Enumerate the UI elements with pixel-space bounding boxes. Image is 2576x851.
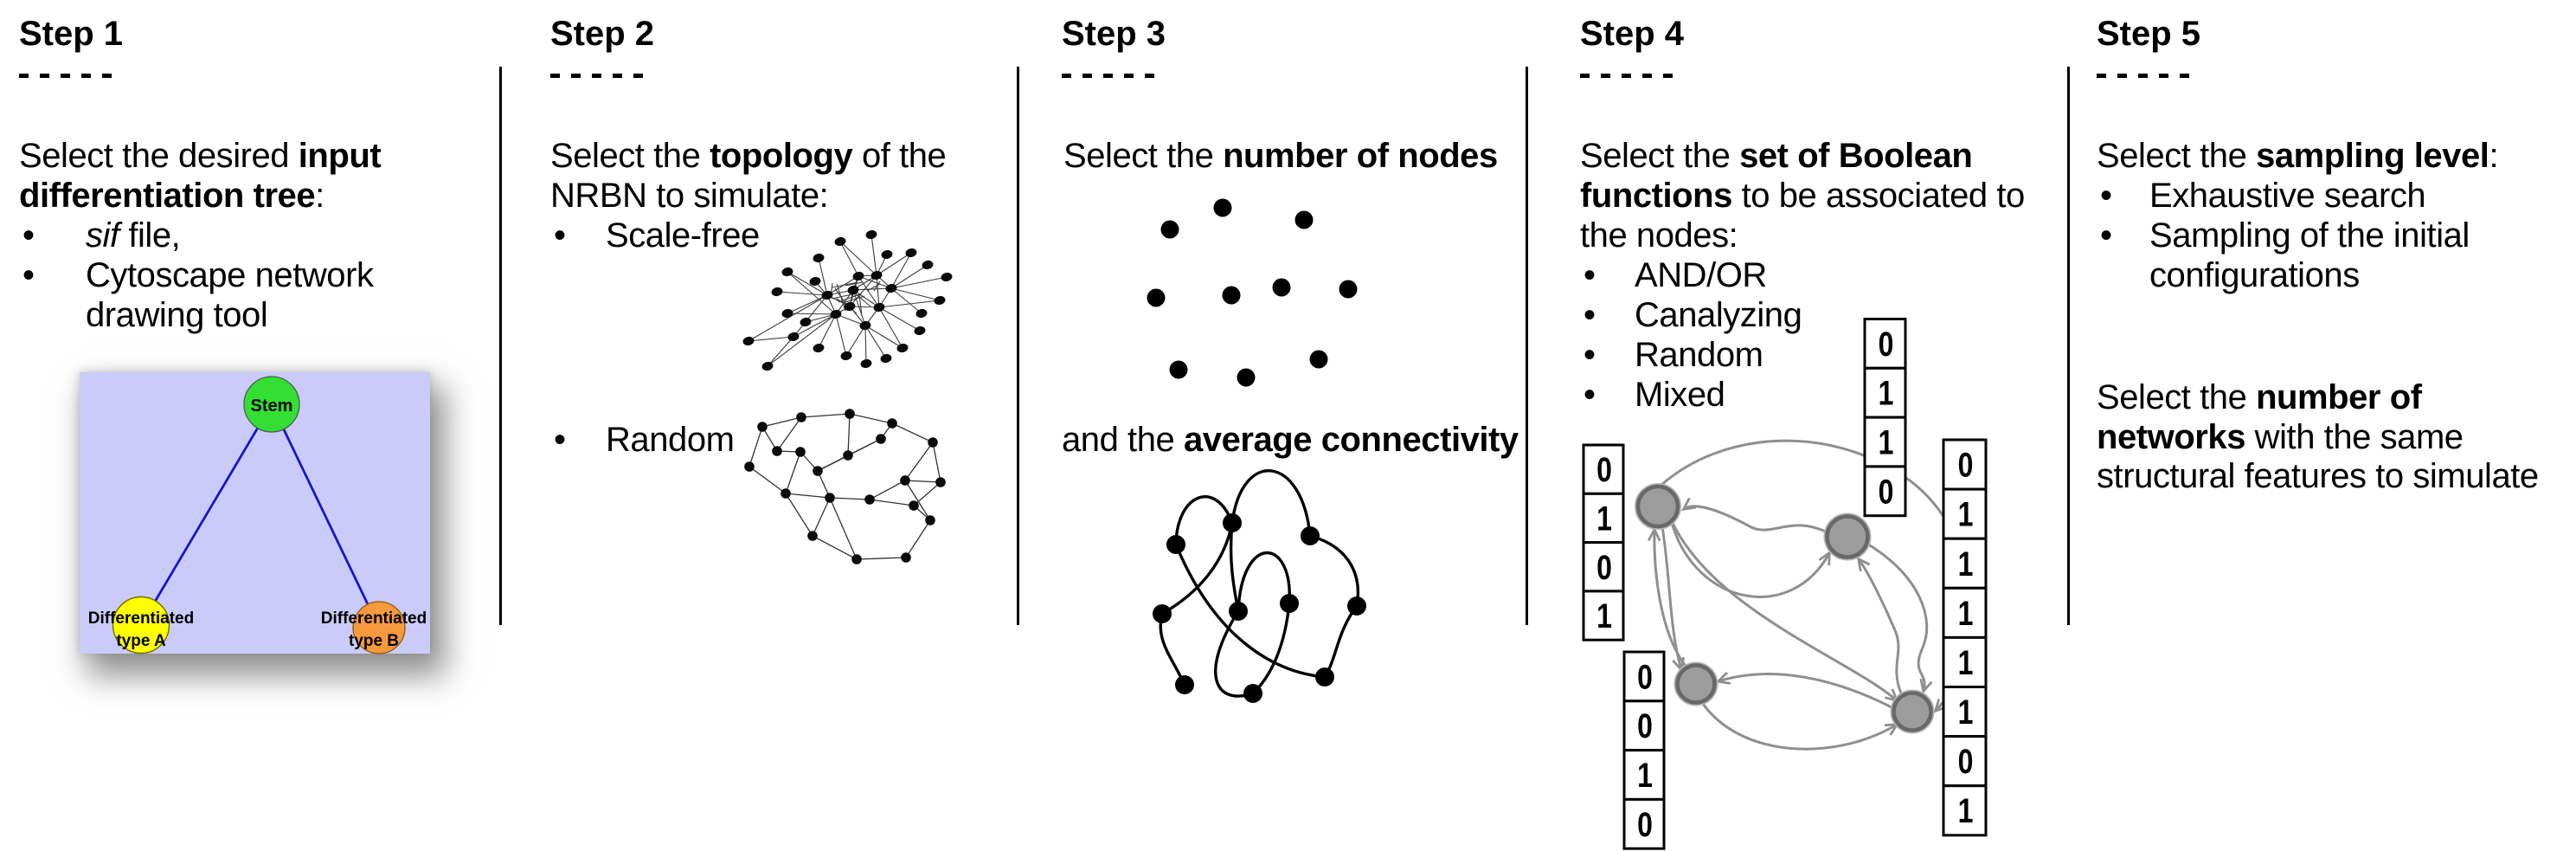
svg-text:0: 0 xyxy=(1958,742,1974,781)
svg-text:1: 1 xyxy=(1596,499,1612,538)
svg-text:0: 0 xyxy=(1637,804,1653,843)
svg-text:0: 0 xyxy=(1596,547,1612,586)
svg-text:1: 1 xyxy=(1958,494,1974,533)
svg-text:1: 1 xyxy=(1958,544,1974,583)
svg-text:0: 0 xyxy=(1879,324,1894,363)
svg-text:type B: type B xyxy=(349,632,399,650)
svg-text:1: 1 xyxy=(1879,373,1894,412)
svg-text:1: 1 xyxy=(1637,756,1653,795)
svg-text:0: 0 xyxy=(1879,472,1894,511)
svg-text:1: 1 xyxy=(1596,596,1612,635)
svg-text:0: 0 xyxy=(1637,706,1653,745)
svg-text:1: 1 xyxy=(1958,642,1974,681)
svg-text:1: 1 xyxy=(1879,422,1894,461)
svg-text:1: 1 xyxy=(1958,693,1974,732)
svg-text:type A: type A xyxy=(116,632,166,650)
svg-text:0: 0 xyxy=(1596,450,1612,489)
svg-text:0: 0 xyxy=(1637,657,1653,696)
svg-text:1: 1 xyxy=(1958,791,1974,830)
svg-text:0: 0 xyxy=(1958,445,1974,484)
svg-text:Differentiated: Differentiated xyxy=(88,609,194,628)
svg-text:1: 1 xyxy=(1958,593,1974,632)
svg-text:Differentiated: Differentiated xyxy=(321,609,427,628)
svg-text:Stem: Stem xyxy=(251,396,293,416)
